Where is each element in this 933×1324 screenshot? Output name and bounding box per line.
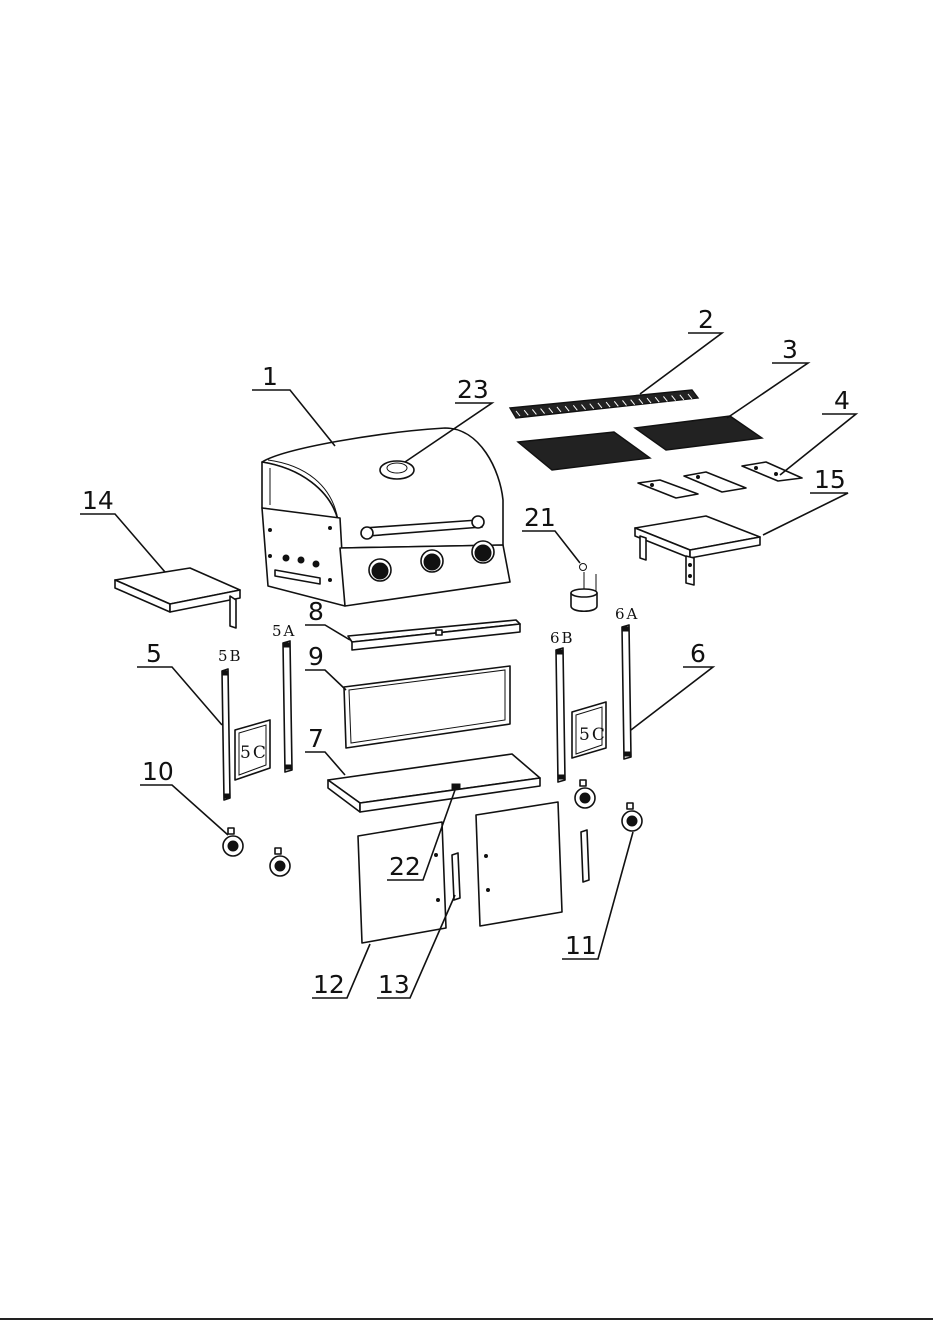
callout-5: 5: [146, 639, 162, 668]
leg-part-5a: [283, 641, 292, 772]
callout-2: 2: [698, 305, 714, 334]
door-handle-part-13-left: [452, 853, 460, 900]
panel-label-left: 5C: [240, 743, 268, 763]
back-panel-part-9: [344, 666, 510, 748]
grill-head-part-1: [262, 428, 510, 606]
side-panel-5c-right: 5C: [572, 702, 607, 758]
callout-9: 9: [308, 642, 324, 671]
leg-part-6a: [622, 625, 631, 759]
callout-14: 14: [82, 486, 114, 515]
warming-rack-part-2: [510, 390, 698, 418]
callout-13: 13: [378, 970, 410, 999]
callout-21: 21: [524, 503, 556, 532]
left-side-shelf-part-14: [115, 568, 240, 628]
bottom-shelf-part-7: [328, 754, 540, 812]
callout-8: 8: [308, 597, 324, 626]
side-panel-5c-left: 5C: [235, 720, 270, 780]
heat-tents-part-4: [638, 462, 802, 498]
right-side-shelf-part-15: [635, 516, 760, 585]
caster-part-11-b: [622, 803, 642, 831]
panel-label-right: 5C: [579, 725, 607, 745]
callout-5b: 5B: [218, 647, 243, 665]
callout-22: 22: [389, 852, 421, 881]
leg-part-6b: [556, 648, 565, 782]
leg-part-5b: [222, 669, 230, 800]
front-rail-part-8: [348, 620, 520, 650]
callout-5a: 5A: [272, 622, 296, 640]
callout-1: 1: [262, 362, 278, 391]
callout-6a: 6A: [615, 605, 639, 623]
callout-7: 7: [308, 724, 324, 753]
callout-6b: 6B: [550, 629, 575, 647]
cooking-grates-part-3: [518, 416, 762, 470]
callout-15: 15: [814, 465, 846, 494]
callout-4: 4: [834, 386, 850, 415]
door-handle-part-13-right: [581, 830, 589, 882]
callout-10: 10: [142, 757, 174, 786]
page-bottom-rule: [0, 1318, 933, 1320]
door-part-12-right: [476, 802, 562, 926]
callout-3: 3: [782, 335, 798, 364]
callout-12: 12: [313, 970, 345, 999]
grease-cup-part-21: [571, 564, 597, 612]
callout-23: 23: [457, 375, 489, 404]
door-part-12-left: [358, 822, 446, 943]
callout-6: 6: [690, 639, 706, 668]
callout-labels: 1 2 3 4 5 5A 5B 6 6A 6B 7 8 9 10 11 12 1…: [82, 305, 850, 999]
caster-part-10-b: [270, 848, 290, 876]
caster-part-11-a: [575, 780, 595, 808]
callout-11: 11: [565, 931, 597, 960]
